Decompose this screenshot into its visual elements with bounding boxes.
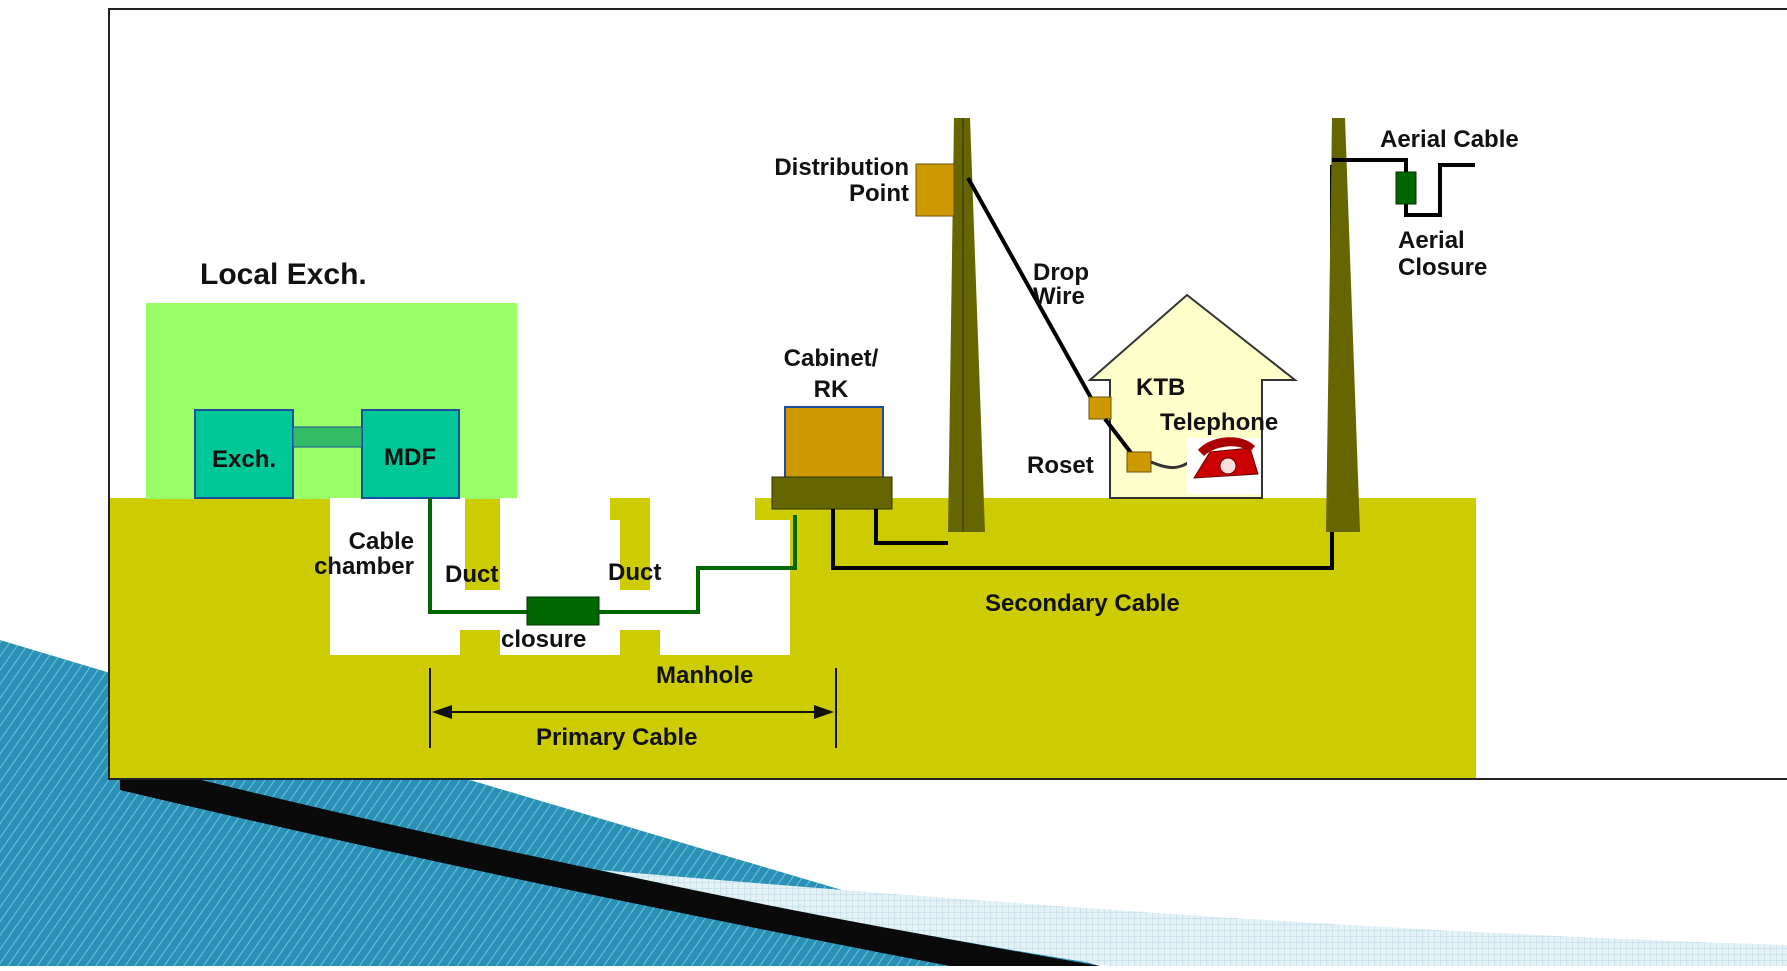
cabinet-base <box>771 476 893 510</box>
manhole-label: Manhole <box>656 662 753 689</box>
cabinet-label-line1: Cabinet/ <box>784 345 879 372</box>
distribution-point-box <box>915 163 955 217</box>
cable-chamber-label-line2: chamber <box>314 553 414 580</box>
drop-wire-label-line2: Wire <box>1033 283 1085 310</box>
slide-decoration <box>0 640 1787 966</box>
duct-right-shape <box>620 520 650 590</box>
drop-wire-label-line1: Drop <box>1033 259 1089 286</box>
local-exch-label: Local Exch. <box>200 258 367 291</box>
roset-box <box>1126 451 1152 473</box>
duct-left-shape <box>465 520 500 590</box>
pole-right <box>1326 118 1360 532</box>
aerial-closure-shape <box>1395 171 1417 205</box>
exch-box <box>194 409 294 499</box>
aerial-cable-label: Aerial Cable <box>1380 126 1519 153</box>
arrow-left-icon <box>432 705 452 719</box>
cable-chamber-label-line1: Cable <box>349 528 414 555</box>
closure-shape <box>526 596 600 626</box>
distribution-point-label-line1: Distribution <box>774 154 909 181</box>
roset-label: Roset <box>1027 452 1094 479</box>
cabinet-to-pole-cable <box>874 509 948 545</box>
aerial-closure-label-line2: Closure <box>1398 254 1487 281</box>
duct-right-label: Duct <box>608 559 661 586</box>
exch-mdf-link <box>292 426 363 448</box>
cabinet-label-line2: RK <box>814 376 849 403</box>
exch-label: Exch. <box>212 446 276 473</box>
primary-cable-label: Primary Cable <box>536 724 697 751</box>
drop-wire-line <box>966 177 1097 406</box>
secondary-cable-label: Secondary Cable <box>985 590 1180 617</box>
telephone-label: Telephone <box>1160 409 1278 436</box>
telephone-icon <box>1187 437 1261 494</box>
pole-left <box>948 118 985 532</box>
closure-label: closure <box>501 626 586 653</box>
mdf-label: MDF <box>384 444 436 471</box>
distribution-point-label-line2: Point <box>849 180 909 207</box>
primary-cable-line <box>428 498 797 614</box>
arrow-right-icon <box>814 705 834 719</box>
aerial-closure-label-line1: Aerial <box>1398 227 1465 254</box>
mdf-box <box>361 409 460 499</box>
aerial-cable-line <box>1332 158 1475 217</box>
ktb-box <box>1088 396 1112 420</box>
duct-left-label: Duct <box>445 561 498 588</box>
ktb-label: KTB <box>1136 374 1185 401</box>
cable-chamber <box>330 498 790 655</box>
